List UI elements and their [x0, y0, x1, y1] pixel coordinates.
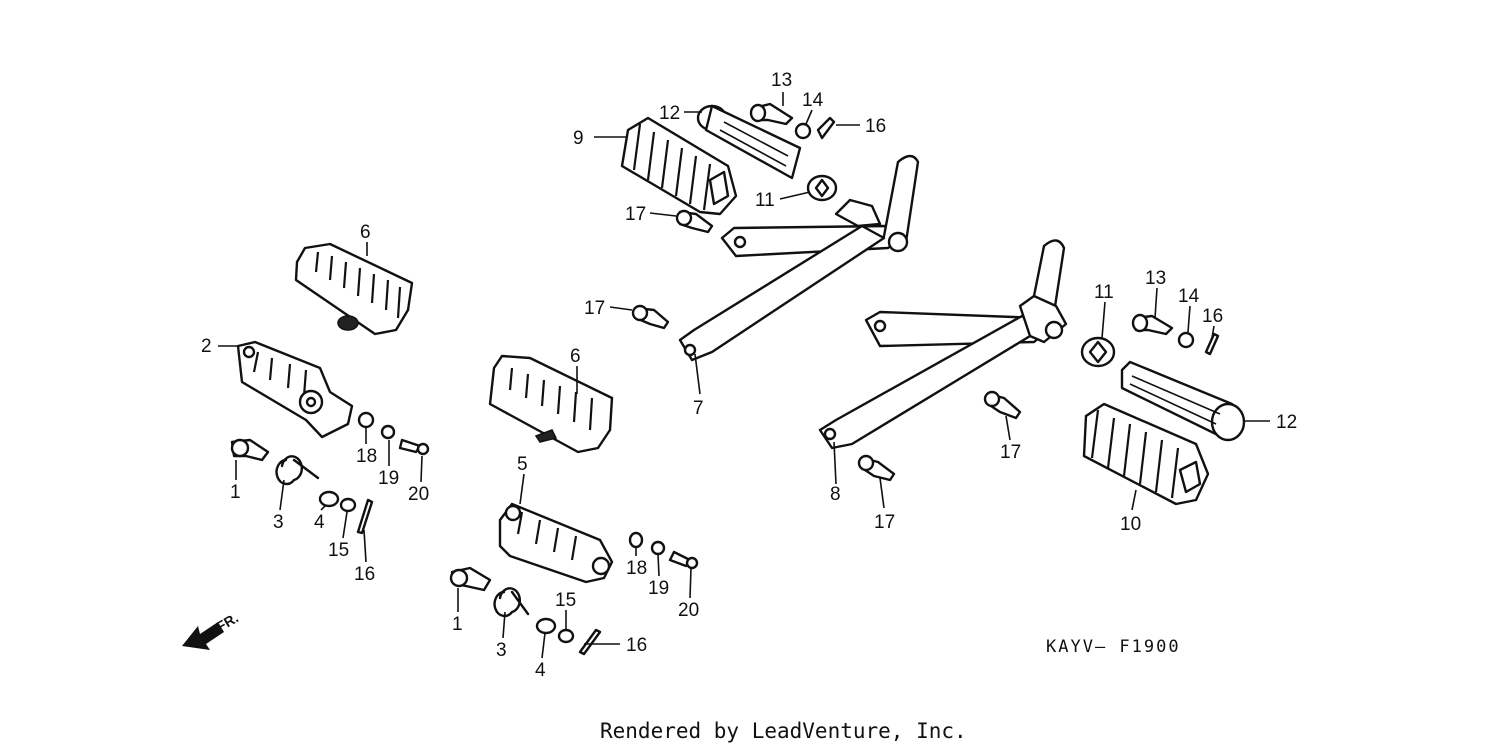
callout-19-right: 19 — [648, 578, 669, 599]
washer-right — [535, 617, 575, 644]
leader-lines — [218, 92, 1270, 659]
callout-1-right: 1 — [452, 614, 463, 635]
callout-13-upper: 13 — [771, 70, 792, 91]
callout-14-lower: 14 — [1178, 286, 1200, 307]
bolts-upper — [631, 209, 714, 330]
cotter-pin-right — [578, 628, 602, 656]
callout-11-lower: 11 — [1094, 282, 1114, 303]
callout-7: 7 — [693, 398, 704, 419]
callout-4-right: 4 — [535, 660, 546, 681]
step-spring-left — [275, 455, 320, 486]
callout-2: 2 — [201, 336, 212, 357]
callout-3-left: 3 — [273, 512, 284, 533]
callout-6-lower: 6 — [570, 346, 581, 367]
callout-3-right: 3 — [496, 640, 507, 661]
callout-17-upper-a: 17 — [625, 204, 646, 225]
callout-6-upper: 6 — [360, 222, 371, 243]
front-step-holder-left — [236, 340, 354, 439]
pillion-step-bar-lower — [818, 239, 1068, 450]
front-step-rubber-lower — [488, 354, 614, 454]
pillion-shaft-lower — [1120, 360, 1246, 442]
bolts-lower — [857, 390, 1022, 482]
diagram-code: KAYV— F1900 — [1046, 637, 1181, 657]
washer-left — [318, 490, 357, 513]
callout-5: 5 — [517, 454, 528, 475]
small-hardware-left — [357, 411, 430, 456]
front-step-rubber-upper — [294, 242, 414, 336]
step-spring-right — [493, 587, 530, 618]
step-pin-left — [230, 438, 270, 462]
callout-11-upper: 11 — [755, 190, 775, 211]
small-hardware-right — [628, 531, 699, 570]
pillion-rubber-lower — [1082, 402, 1210, 506]
pillion-washer-upper — [806, 174, 838, 202]
pillion-rubber-upper — [620, 116, 738, 216]
callout-1-left: 1 — [230, 482, 241, 503]
pillion-washer-lower — [1080, 336, 1116, 368]
callout-13-lower: 13 — [1145, 268, 1166, 289]
pillion-step-bar-upper — [678, 154, 920, 362]
callout-16-right: 16 — [626, 635, 647, 656]
front-arrow-icon: FR. — [182, 609, 241, 650]
footer-credit: Rendered by LeadVenture, Inc. — [600, 719, 967, 743]
callout-18-left: 18 — [356, 446, 377, 467]
front-step-holder-right — [498, 502, 614, 584]
callout-19-left: 19 — [378, 468, 399, 489]
callout-4-left: 4 — [314, 512, 325, 533]
pillion-bolt-upper — [749, 102, 794, 126]
pillion-nut-lower — [1177, 331, 1220, 356]
callout-15-right: 15 — [555, 590, 576, 611]
step-pin-right — [449, 566, 492, 592]
callout-18-right: 18 — [626, 558, 647, 579]
callout-8: 8 — [830, 484, 841, 505]
pillion-shaft-upper — [696, 104, 802, 180]
callout-12-upper: 12 — [659, 103, 680, 124]
callout-17-upper-b: 17 — [584, 298, 605, 319]
callout-labels: 6 2 1 3 4 15 16 18 19 20 6 5 1 3 4 15 16… — [201, 70, 1297, 681]
callout-17-lower-a: 17 — [874, 512, 895, 533]
pillion-bolt-lower — [1131, 313, 1174, 336]
callout-15-left: 15 — [328, 540, 349, 561]
callout-17-lower-b: 17 — [1000, 442, 1021, 463]
callout-16-lower: 16 — [1202, 306, 1223, 327]
callout-10: 10 — [1120, 514, 1141, 535]
cotter-pin-left — [356, 498, 374, 535]
callout-20-right: 20 — [678, 600, 699, 621]
callout-12-lower: 12 — [1276, 412, 1297, 433]
callout-16-upper: 16 — [865, 116, 886, 137]
callout-9: 9 — [573, 128, 584, 149]
callout-20-left: 20 — [408, 484, 429, 505]
callout-14-upper: 14 — [802, 90, 824, 111]
callout-16-left: 16 — [354, 564, 375, 585]
pillion-nut-upper — [794, 116, 836, 140]
